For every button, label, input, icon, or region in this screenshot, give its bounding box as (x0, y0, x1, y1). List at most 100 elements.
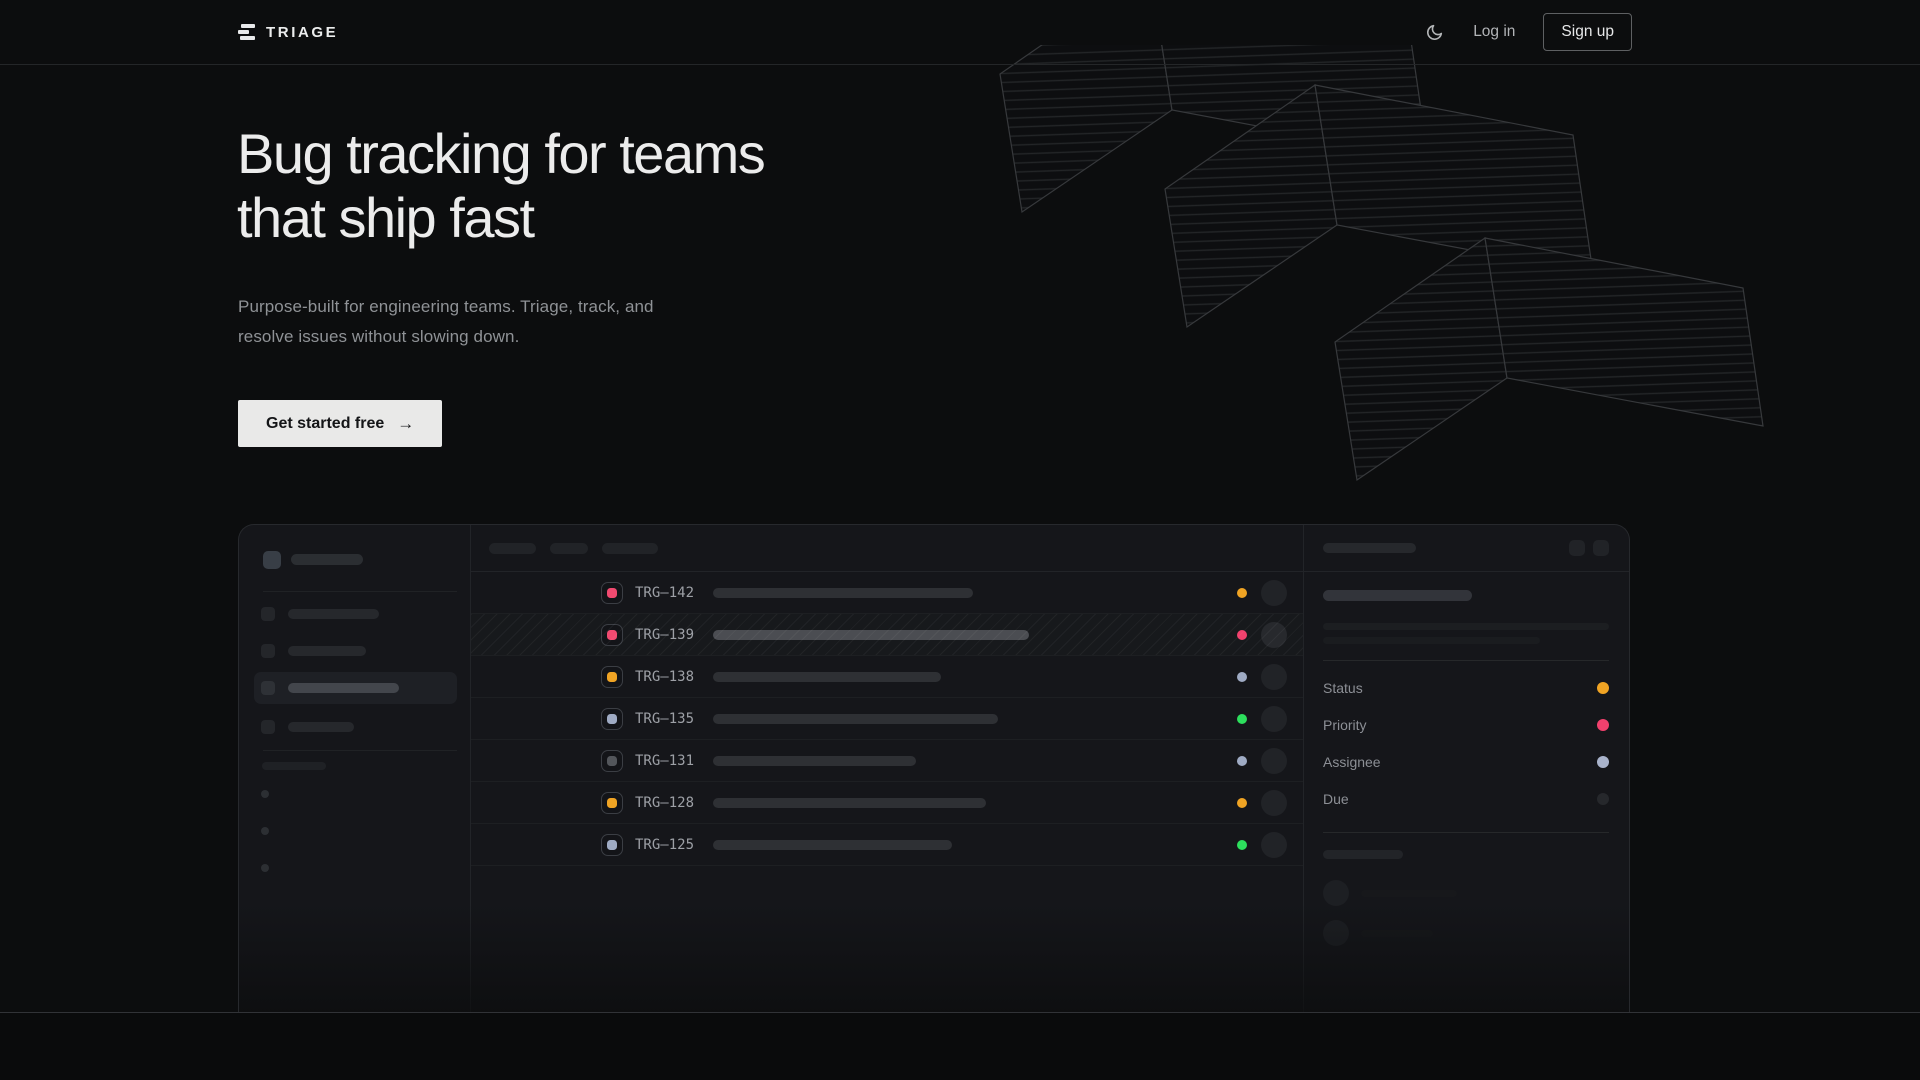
issue-status-dot (1237, 713, 1247, 724)
issue-row: TRG–131 (471, 740, 1303, 782)
theme-toggle-button[interactable] (1423, 21, 1445, 43)
brand[interactable]: TRIAGE (238, 24, 338, 41)
issue-checkbox-inner (607, 713, 617, 724)
sidebar-item-icon-skeleton (261, 720, 275, 734)
issue-checkbox-inner (607, 797, 617, 808)
list-tab-skeleton (602, 542, 658, 554)
detail-action-skeleton (1569, 540, 1585, 556)
issue-id: TRG–131 (635, 752, 695, 769)
detail-header-skeleton (1323, 543, 1416, 553)
sidebar-item-icon-skeleton (261, 644, 275, 658)
detail-field-label: Status (1323, 679, 1363, 696)
sidebar-item-icon-skeleton (261, 681, 275, 695)
issue-checkbox-icon (601, 833, 623, 856)
issue-checkbox-icon (601, 791, 623, 814)
get-started-button[interactable]: Get started free → (238, 400, 443, 447)
issue-checkbox-inner (607, 671, 617, 682)
hero-subtitle-line2: resolve issues without slowing down. (238, 327, 520, 346)
hero-title-line1: Bug tracking for teams (237, 122, 766, 185)
issue-checkbox-icon (601, 749, 623, 772)
issue-checkbox-inner (607, 629, 617, 640)
detail-field-label: Due (1323, 790, 1349, 807)
issue-row: TRG–139 (471, 614, 1303, 656)
issue-status-dot (1237, 587, 1247, 598)
issue-title-skeleton (713, 839, 952, 850)
detail-divider (1323, 832, 1609, 833)
issue-title-skeleton (713, 797, 986, 808)
issue-row: TRG–135 (471, 698, 1303, 740)
issue-checkbox-inner (607, 755, 617, 766)
sidebar-item-skeleton (288, 609, 379, 619)
top-nav: TRIAGE Log in Sign up (0, 0, 1920, 64)
signup-button[interactable]: Sign up (1543, 13, 1632, 51)
list-tab-skeleton (489, 542, 536, 554)
detail-action-skeleton (1593, 540, 1609, 556)
issue-title-skeleton (713, 629, 1029, 640)
detail-field-dot (1597, 718, 1609, 731)
sidebar-item-icon-skeleton (261, 607, 275, 621)
issue-status-dot (1237, 671, 1247, 682)
issue-row: TRG–142 (471, 572, 1303, 614)
sidebar-active-item-skeleton (288, 683, 399, 693)
sidebar-dot-skeleton (261, 864, 269, 872)
assignee-avatar (1261, 579, 1287, 606)
mockup-list-header (471, 525, 1303, 572)
issue-id: TRG–128 (635, 794, 695, 811)
issue-checkbox-icon (601, 623, 623, 646)
assignee-avatar (1261, 621, 1287, 648)
hero-subtitle: Purpose-built for engineering teams. Tri… (238, 292, 654, 352)
issue-title-skeleton (713, 713, 998, 724)
detail-divider (1323, 660, 1609, 661)
detail-field: Due (1323, 780, 1609, 817)
assignee-avatar (1261, 747, 1287, 774)
mockup-issue-list: TRG–142 TRG–139 TRG–138 TRG–135 TRG–131 (471, 525, 1303, 1013)
comment-text-skeleton (1361, 889, 1457, 897)
issue-row: TRG–125 (471, 824, 1303, 866)
detail-field-label: Priority (1323, 716, 1367, 733)
hero-subtitle-line1: Purpose-built for engineering teams. Tri… (238, 297, 654, 316)
issue-title-skeleton (713, 755, 916, 766)
issue-title-skeleton (713, 671, 941, 682)
sidebar-dot-skeleton (261, 827, 269, 835)
sidebar-divider (263, 591, 457, 592)
detail-section-skeleton (1323, 850, 1403, 859)
list-tab-skeleton (550, 542, 588, 554)
wireframe-decoration (999, 45, 1764, 481)
issue-checkbox-icon (601, 581, 623, 604)
detail-field-dot (1597, 681, 1609, 694)
footer-section (0, 1013, 1920, 1080)
comment-avatar (1323, 880, 1349, 906)
issue-id: TRG–125 (635, 836, 695, 853)
arrow-right-icon: → (397, 414, 415, 433)
get-started-label: Get started free (266, 414, 385, 432)
sidebar-item-skeleton (288, 722, 354, 732)
issue-status-dot (1237, 839, 1247, 850)
assignee-avatar (1261, 705, 1287, 732)
detail-field: Priority (1323, 706, 1609, 743)
issue-id: TRG–138 (635, 668, 695, 685)
assignee-avatar (1261, 663, 1287, 690)
sidebar-workspace-skeleton (291, 554, 363, 565)
sidebar-section-skeleton (262, 762, 326, 770)
assignee-avatar (1261, 831, 1287, 858)
issue-id: TRG–142 (635, 584, 695, 601)
issue-checkbox-inner (607, 839, 617, 850)
detail-field: Assignee (1323, 743, 1609, 780)
issue-row: TRG–138 (471, 656, 1303, 698)
detail-comment-row (1323, 920, 1609, 946)
moon-icon (1426, 24, 1442, 40)
comment-avatar (1323, 920, 1349, 946)
issue-title-skeleton (713, 587, 973, 598)
assignee-avatar (1261, 789, 1287, 816)
triage-bars-icon (238, 24, 255, 40)
sidebar-item-skeleton (288, 646, 366, 656)
issue-checkbox-inner (607, 587, 617, 598)
mockup-sidebar (239, 525, 471, 1013)
detail-title-skeleton (1323, 590, 1472, 601)
login-link[interactable]: Log in (1473, 23, 1516, 40)
issue-id: TRG–139 (635, 626, 695, 643)
detail-fields: Status Priority Assignee Due (1323, 669, 1609, 817)
detail-description-skeleton (1323, 623, 1609, 630)
issue-checkbox-icon (601, 665, 623, 688)
